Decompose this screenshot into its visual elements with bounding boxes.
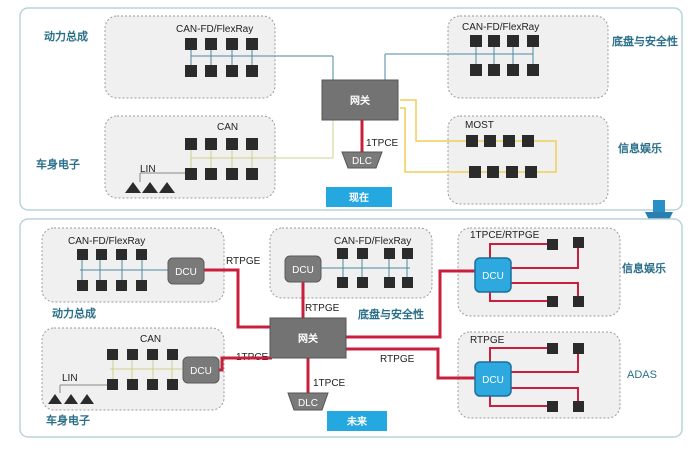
future-chassis-ecus <box>337 248 413 288</box>
future-infotainment-bus-label: 1TPCE/RTPGE <box>470 230 540 241</box>
now-most-label: MOST <box>465 120 494 131</box>
future-lin-label: LIN <box>62 373 78 384</box>
future-lin-nodes <box>48 394 94 404</box>
svg-text:DCU: DCU <box>482 375 504 386</box>
future-adas-dcu: DCU <box>474 361 512 397</box>
future-ethernet-links <box>204 268 480 393</box>
svg-text:DCU: DCU <box>190 366 212 377</box>
future-adas-link-label: RTPGE <box>380 354 415 365</box>
future-tag: 未来 <box>327 411 387 431</box>
future-body-label: 车身电子 <box>46 413 90 427</box>
future-chassis-dcu: DCU <box>284 255 322 283</box>
future-tag-label: 未来 <box>346 415 368 428</box>
future-powertrain-ecus <box>77 249 147 291</box>
future-chassis-link-label: RTPGE <box>305 303 340 314</box>
now-lin-nodes <box>125 182 175 193</box>
future-infotainment-fanout <box>489 243 579 302</box>
now-chassis-label: 底盘与安全性 <box>612 34 678 48</box>
future-powertrain-bus <box>80 258 168 284</box>
svg-text:DCU: DCU <box>292 265 314 276</box>
now-body-bus-label: CAN <box>217 122 238 133</box>
now-gateway-label: 网关 <box>350 94 370 107</box>
future-adas-fanout <box>489 347 579 407</box>
future-adas-bus-label: RTPGE <box>470 335 505 346</box>
future-dlc: DLC <box>287 392 329 411</box>
now-infotainment-label: 信息娱乐 <box>618 141 662 155</box>
future-dlc-link-label: 1TPCE <box>313 378 346 389</box>
future-infotainment-ecus <box>547 237 584 307</box>
future-chassis-bus-label: CAN-FD/FlexRay <box>334 236 411 247</box>
now-dlc-label: DLC <box>352 156 372 167</box>
now-body-label: 车身电子 <box>36 157 80 171</box>
now-chassis-ecus <box>470 35 539 76</box>
future-adas-ecus <box>547 343 584 412</box>
now-chassis-bus-label: CAN-FD/FlexRay <box>462 22 539 33</box>
now-gateway: 网关 <box>321 79 399 121</box>
future-powertrain-bus-label: CAN-FD/FlexRay <box>68 236 145 247</box>
future-chassis-label: 底盘与安全性 <box>358 307 424 321</box>
now-dlc-link-label: 1TPCE <box>366 138 399 149</box>
now-powertrain-bus-label: CAN-FD/FlexRay <box>176 24 253 35</box>
now-powertrain-ecus <box>185 38 258 77</box>
future-powertrain-label: 动力总成 <box>52 306 96 320</box>
future-gateway: 网关 <box>269 317 347 359</box>
now-lin-label: LIN <box>140 164 156 175</box>
svg-text:DCU: DCU <box>482 271 504 282</box>
now-dlc: DLC <box>341 151 383 169</box>
now-tag-label: 现在 <box>349 191 369 204</box>
future-adas-label: ADAS <box>627 369 657 381</box>
future-body-ecus <box>107 349 178 390</box>
future-infotainment-label: 信息娱乐 <box>622 261 666 275</box>
future-body-bus-label: CAN <box>140 334 161 345</box>
future-powertrain-dcu: DCU <box>167 257 205 285</box>
future-body-dcu: DCU <box>182 356 220 384</box>
now-powertrain-label: 动力总成 <box>44 29 88 43</box>
future-gateway-label: 网关 <box>298 332 318 345</box>
now-tag: 现在 <box>326 187 392 207</box>
svg-text:DCU: DCU <box>175 267 197 278</box>
now-powertrain-zone <box>104 15 276 99</box>
now-body-ecus <box>185 138 258 180</box>
future-powertrain-link-label: RTPGE <box>226 256 261 267</box>
future-infotainment-dcu: DCU <box>474 257 512 293</box>
future-dlc-label: DLC <box>298 398 318 409</box>
now-most-ecus <box>466 135 537 178</box>
